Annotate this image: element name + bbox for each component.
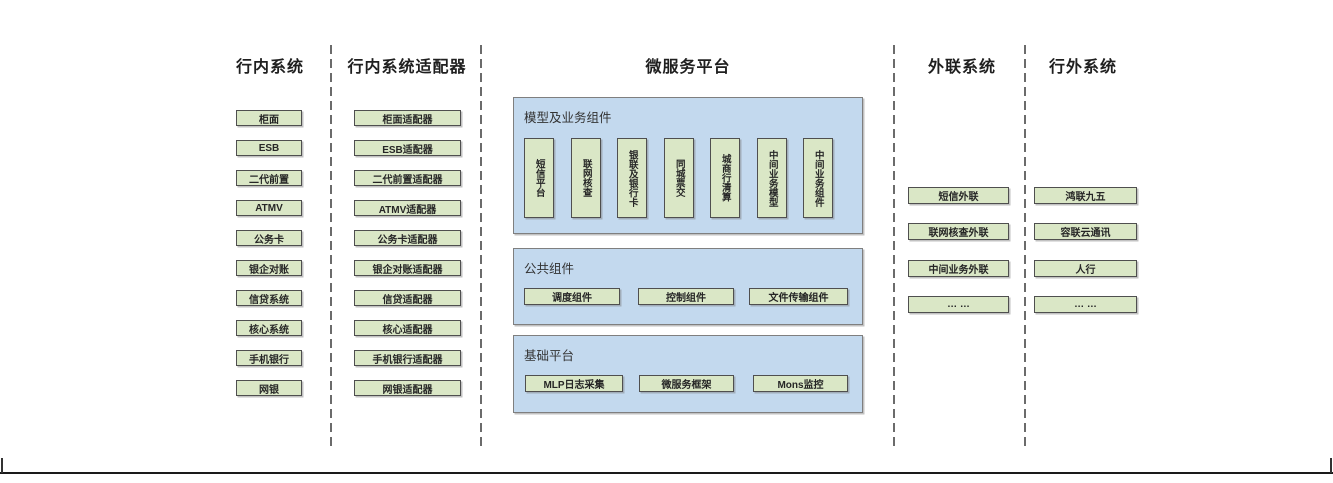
- adapter-box: ATMV适配器: [354, 200, 461, 216]
- panel-title: 基础平台: [524, 349, 575, 363]
- system-box: 公务卡: [236, 230, 302, 246]
- panel-title: 模型及业务组件: [524, 111, 612, 125]
- system-box: 二代前置: [236, 170, 302, 186]
- adapter-box: 柜面适配器: [354, 110, 461, 126]
- adapter-box: 信贷适配器: [354, 290, 461, 306]
- outreach-box-more: … …: [908, 296, 1009, 313]
- component-box: 文件传输组件: [749, 288, 848, 305]
- adapter-box: 网银适配器: [354, 380, 461, 396]
- adapter-box: 银企对账适配器: [354, 260, 461, 276]
- system-box: 柜面: [236, 110, 302, 126]
- system-box: ATMV: [236, 200, 302, 216]
- adapter-box: 公务卡适配器: [354, 230, 461, 246]
- system-box: ESB: [236, 140, 302, 156]
- dashed-divider: [1024, 45, 1026, 447]
- system-box: 网银: [236, 380, 302, 396]
- bottom-rule: [0, 472, 1333, 474]
- column-header-outreach-systems: 外联系统: [927, 59, 997, 76]
- adapter-box: 二代前置适配器: [354, 170, 461, 186]
- column-header-internal-systems: 行内系统: [235, 59, 305, 76]
- column-header-external-systems: 行外系统: [1048, 59, 1118, 76]
- dashed-divider: [330, 45, 332, 447]
- left-edge-tick: [1, 458, 3, 473]
- system-box: 银企对账: [236, 260, 302, 276]
- outreach-box: 短信外联: [908, 187, 1009, 204]
- system-box: 手机银行: [236, 350, 302, 366]
- panel-base-platform: 基础平台 MLP日志采集 微服务框架 Mons监控: [513, 335, 863, 413]
- component-box: 控制组件: [638, 288, 734, 305]
- external-box-more: … …: [1034, 296, 1137, 313]
- adapter-box: 核心适配器: [354, 320, 461, 336]
- column-header-microservice-platform: 微服务平台: [645, 59, 731, 76]
- component-box-vertical: 中间业务组件: [803, 138, 833, 218]
- external-box: 容联云通讯: [1034, 223, 1137, 240]
- right-edge-tick: [1330, 458, 1332, 473]
- component-box: 调度组件: [524, 288, 620, 305]
- component-box: Mons监控: [753, 375, 848, 392]
- outreach-box: 联网核查外联: [908, 223, 1009, 240]
- panel-model-business-components: 模型及业务组件 短信平台 联网核查 银联及银行卡 同城票交 城商行清算 中间业务…: [513, 97, 863, 234]
- component-box-vertical: 短信平台: [524, 138, 554, 218]
- panel-title: 公共组件: [524, 262, 575, 276]
- adapter-box: 手机银行适配器: [354, 350, 461, 366]
- external-box: 鸿联九五: [1034, 187, 1137, 204]
- component-box-vertical: 同城票交: [664, 138, 694, 218]
- panel-common-components: 公共组件 调度组件 控制组件 文件传输组件: [513, 248, 863, 325]
- component-box-vertical: 城商行清算: [710, 138, 740, 218]
- column-header-internal-adapters: 行内系统适配器: [347, 59, 467, 76]
- outreach-box: 中间业务外联: [908, 260, 1009, 277]
- system-box: 核心系统: [236, 320, 302, 336]
- component-box-vertical: 联网核查: [571, 138, 601, 218]
- external-box: 人行: [1034, 260, 1137, 277]
- component-box: MLP日志采集: [525, 375, 623, 392]
- adapter-box: ESB适配器: [354, 140, 461, 156]
- dashed-divider: [893, 45, 895, 447]
- system-box: 信贷系统: [236, 290, 302, 306]
- dashed-divider: [480, 45, 482, 447]
- component-box-vertical: 中间业务模型: [757, 138, 787, 218]
- component-box: 微服务框架: [639, 375, 734, 392]
- component-box-vertical: 银联及银行卡: [617, 138, 647, 218]
